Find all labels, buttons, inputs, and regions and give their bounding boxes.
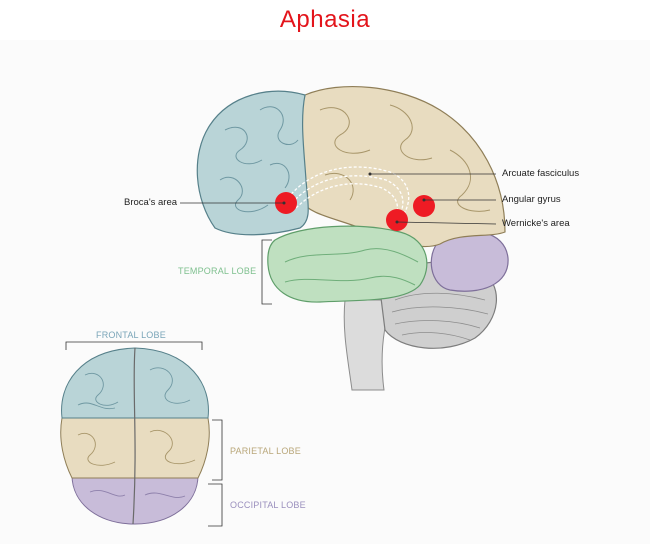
- frontal-folds: [219, 106, 299, 213]
- broca-area-marker: [275, 192, 297, 214]
- top-parietal-folds: [77, 429, 196, 466]
- label-temporal-lobe: TEMPORAL LOBE: [178, 266, 257, 276]
- top-frontal-folds: [77, 367, 191, 410]
- label-occipital-lobe: OCCIPITAL LOBE: [230, 500, 306, 510]
- cerebellum-folds: [391, 292, 489, 341]
- parietal-bracket: [212, 419, 223, 481]
- angular-gyrus-marker: [413, 195, 435, 217]
- label-angular-gyrus: Angular gyrus: [502, 194, 561, 205]
- top-occipital-lobe: [71, 474, 199, 525]
- leader-dots: [282, 172, 426, 224]
- top-midline: [132, 347, 136, 525]
- leader-lines: [180, 173, 497, 225]
- parietal-folds: [319, 104, 491, 212]
- label-parietal-lobe: PARIETAL LOBE: [230, 446, 301, 456]
- wernicke-area-marker: [386, 209, 408, 231]
- temporal-lobe: [267, 225, 428, 303]
- label-arcuate-fasciculus: Arcuate fasciculus: [502, 168, 580, 179]
- top-occipital-folds: [89, 490, 186, 498]
- top-view-brain: [60, 347, 210, 525]
- temporal-folds: [284, 248, 419, 286]
- label-broca-area: Broca's area: [124, 197, 178, 208]
- label-frontal-lobe: FRONTAL LOBE: [96, 330, 166, 340]
- occipital-bracket: [208, 483, 223, 527]
- temporal-bracket: [261, 239, 272, 305]
- label-wernicke-area: Wernicke's area: [502, 218, 570, 229]
- top-frontal-lobe: [61, 347, 209, 419]
- frontal-bracket: [65, 341, 203, 350]
- page-title: Aphasia: [279, 6, 371, 33]
